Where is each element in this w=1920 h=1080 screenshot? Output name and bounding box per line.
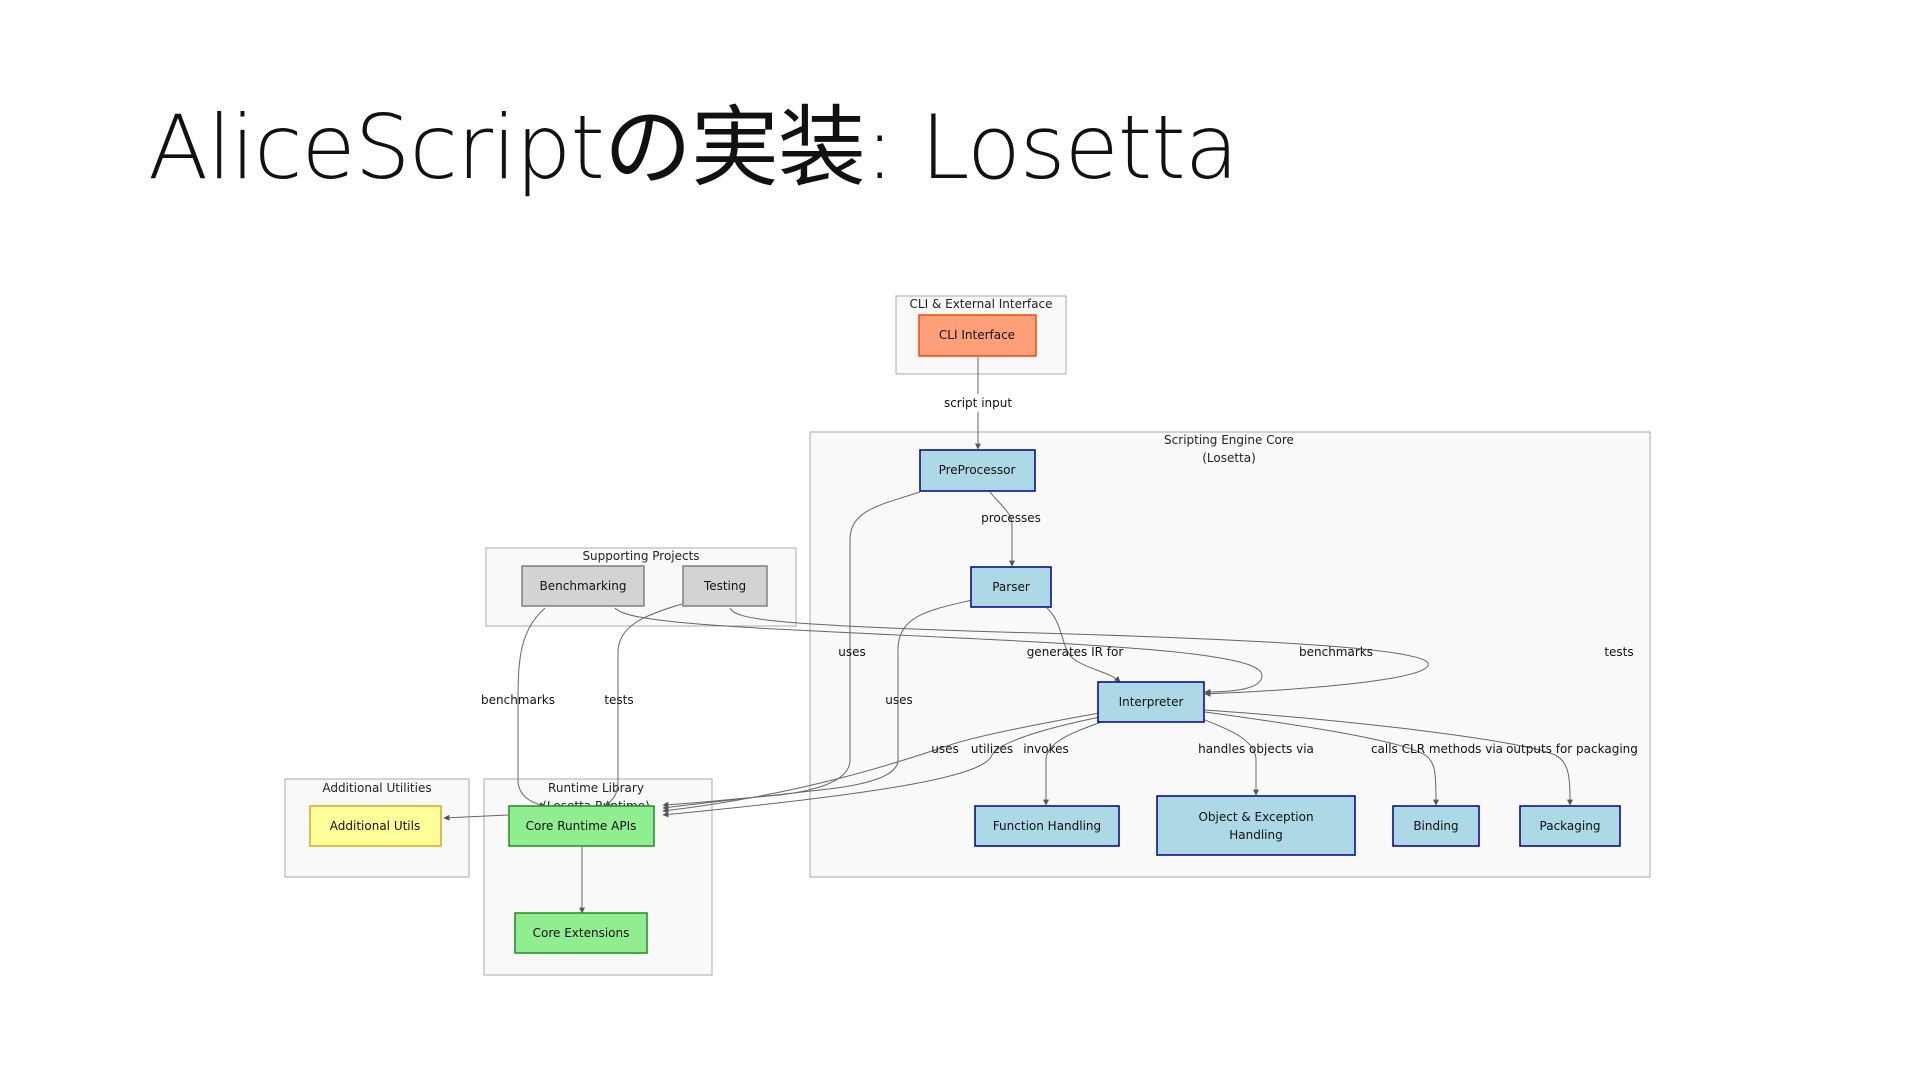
edge-label-handles-objects-via: handles objects via (1198, 742, 1314, 756)
node-interpreter-label: Interpreter (1119, 695, 1184, 709)
group-engine-title-line1: Scripting Engine Core (1164, 433, 1294, 447)
edge-parser-to-interpreter (1046, 607, 1121, 683)
edge-label-generates-ir-for: generates IR for (1027, 645, 1124, 659)
edge-testing-to-runtime (604, 603, 683, 807)
edge-label-invokes: invokes (1023, 742, 1069, 756)
group-supporting-title: Supporting Projects (582, 549, 699, 563)
node-preprocessor[interactable]: PreProcessor (919, 449, 1036, 492)
edge-labels: script input processes generates IR for … (481, 394, 1638, 756)
group-runtime-title-line1: Runtime Library (548, 781, 644, 795)
node-additional-utils-label: Additional Utils (330, 819, 420, 833)
node-packaging[interactable]: Packaging (1519, 805, 1621, 847)
edge-label-utilizes: utilizes (971, 742, 1013, 756)
node-packaging-label: Packaging (1540, 819, 1601, 833)
edge-label-tests-engine: tests (1604, 645, 1633, 659)
edge-label-benchmarks-runtime: benchmarks (481, 693, 555, 707)
edge-parser-to-runtime (662, 599, 973, 811)
edge-benchmarking-to-runtime (517, 607, 546, 808)
node-additional-utils[interactable]: Additional Utils (309, 805, 442, 847)
node-binding[interactable]: Binding (1392, 805, 1480, 847)
node-interpreter[interactable]: Interpreter (1097, 681, 1205, 723)
node-object-exception-label-line2: Handling (1229, 828, 1283, 842)
node-core-runtime-apis-label: Core Runtime APIs (526, 819, 637, 833)
edge-label-benchmarks-engine: benchmarks (1299, 645, 1373, 659)
edge-label-outputs-for-packaging: outputs for packaging (1506, 742, 1638, 756)
edge-label-tests-runtime: tests (604, 693, 633, 707)
edge-interpreter-to-object-handling (1199, 717, 1259, 796)
node-parser-label: Parser (992, 580, 1030, 594)
edge-interpreter-utilizes-runtime (662, 715, 1106, 818)
edge-label-uses-interpreter: uses (931, 742, 959, 756)
node-core-extensions[interactable]: Core Extensions (514, 912, 648, 954)
edge-interpreter-to-packaging (1204, 709, 1573, 806)
node-object-exception-label-line1: Object & Exception (1198, 810, 1313, 824)
edge-label-uses-preprocessor: uses (838, 645, 866, 659)
node-testing-label: Testing (703, 579, 746, 593)
node-object-exception-handling[interactable]: Object & Exception Handling (1156, 795, 1356, 856)
edges (443, 357, 1573, 914)
node-core-runtime-apis[interactable]: Core Runtime APIs (508, 805, 655, 847)
edge-label-script-input: script input (944, 396, 1012, 410)
edge-interpreter-to-binding (1204, 711, 1439, 806)
node-binding-label: Binding (1413, 819, 1458, 833)
edge-interpreter-uses-runtime (662, 711, 1106, 814)
node-benchmarking[interactable]: Benchmarking (521, 565, 645, 607)
node-core-extensions-label: Core Extensions (533, 926, 630, 940)
edge-testing-to-interpreter (729, 607, 1429, 697)
node-cli-interface[interactable]: CLI Interface (918, 314, 1037, 357)
slide-title: AliceScriptの実装: Losetta (148, 96, 1239, 199)
node-parser[interactable]: Parser (970, 566, 1052, 608)
edge-benchmarking-to-interpreter (614, 607, 1263, 695)
node-function-handling-label: Function Handling (993, 819, 1101, 833)
group-cli-title: CLI & External Interface (910, 297, 1053, 311)
node-cli-interface-label: CLI Interface (939, 328, 1015, 342)
node-preprocessor-label: PreProcessor (939, 463, 1016, 477)
edge-label-uses-parser: uses (885, 693, 913, 707)
group-engine-title-line2: (Losetta) (1202, 451, 1256, 465)
node-benchmarking-label: Benchmarking (540, 579, 627, 593)
edge-preprocessor-to-runtime (662, 491, 921, 808)
edge-preprocessor-to-parser (989, 491, 1015, 567)
edge-label-processes: processes (981, 511, 1041, 525)
group-utilities-title: Additional Utilities (322, 781, 431, 795)
edge-label-calls-clr-methods-via: calls CLR methods via (1371, 742, 1503, 756)
edge-runtime-to-utils (443, 814, 509, 821)
node-testing[interactable]: Testing (682, 565, 768, 607)
node-function-handling[interactable]: Function Handling (974, 805, 1120, 847)
